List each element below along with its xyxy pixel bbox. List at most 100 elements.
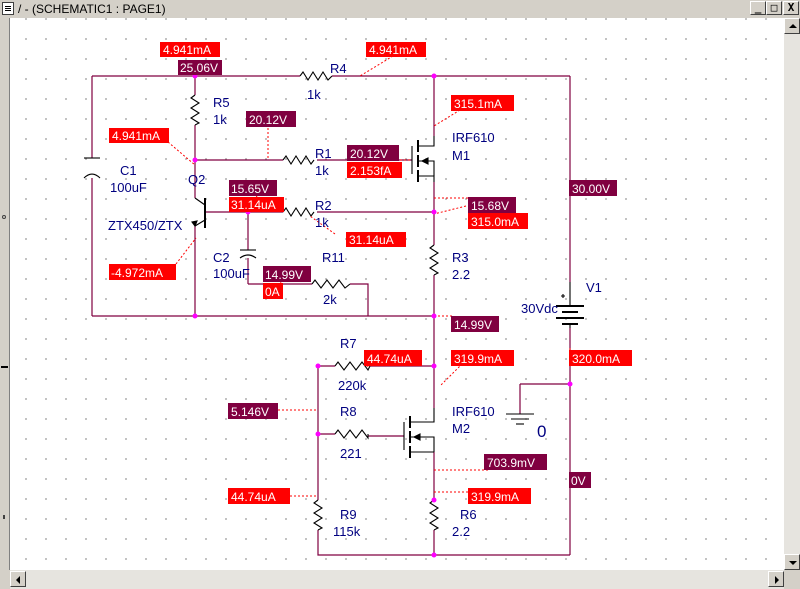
r9-value: 115k — [333, 524, 361, 539]
mosfet-m2-icon — [403, 408, 435, 458]
page-marker-icon — [1, 366, 8, 368]
svg-text:20.12V: 20.12V — [350, 147, 388, 161]
scroll-right-button[interactable] — [768, 571, 784, 587]
horizontal-scrollbar[interactable] — [10, 570, 784, 589]
component-labels: R4 1k R5 1k R1 1k R2 1k R11 2k R3 2.2 R7… — [108, 61, 602, 539]
arrow-down-icon — [789, 561, 797, 565]
svg-text:320.0mA: 320.0mA — [572, 352, 620, 366]
svg-text:44.74uA: 44.74uA — [231, 490, 276, 504]
c2-value: 100uF — [213, 266, 250, 281]
resistor-r2-icon — [282, 206, 315, 218]
transistor-q2-icon — [191, 197, 206, 228]
minimize-button[interactable]: _ — [750, 1, 766, 15]
tag-i-m1-gate: 2.153fA — [347, 162, 402, 178]
page-marker-icon — [3, 515, 5, 519]
c2-ref: C2 — [213, 250, 230, 265]
resistor-r5-icon — [189, 94, 201, 126]
tag-i-v1: 320.0mA — [569, 350, 632, 366]
resistor-r9-icon — [312, 499, 324, 531]
close-button[interactable]: X — [783, 1, 799, 15]
svg-text:5.146V: 5.146V — [231, 405, 269, 419]
tag-i-top-left: 4.941mA — [160, 42, 220, 57]
mosfet-m1-icon — [411, 136, 435, 182]
tag-i-r6: 319.9mA — [468, 488, 531, 504]
r7-ref: R7 — [340, 336, 357, 351]
resistor-r6-icon — [428, 499, 440, 531]
probe-tags: 4.941mA 25.06V 4.941mA 20.12V 4.941mA 31… — [109, 42, 632, 504]
schematic-drawing: R4 1k R5 1k R1 1k R2 1k R11 2k R3 2.2 R7… — [83, 42, 632, 558]
tag-v-m2-gate: 5.146V — [228, 403, 278, 419]
svg-text:703.9mV: 703.9mV — [487, 456, 535, 470]
arrow-left-icon — [16, 576, 20, 584]
tag-v-m2-src: 703.9mV — [484, 454, 547, 470]
scroll-up-button[interactable] — [784, 18, 800, 34]
svg-text:25.06V: 25.06V — [180, 61, 218, 75]
scroll-down-button[interactable] — [784, 554, 800, 570]
r8-ref: R8 — [340, 404, 357, 419]
r2-value: 1k — [315, 215, 329, 230]
gnd-label: 0 — [537, 422, 546, 441]
svg-text:315.0mA: 315.0mA — [471, 215, 519, 229]
tag-i-r7: 44.74uA — [364, 350, 422, 366]
svg-text:15.68V: 15.68V — [471, 199, 509, 213]
tag-i-c2: 0A — [263, 283, 283, 299]
svg-text:30.00V: 30.00V — [572, 182, 610, 196]
tag-i-q2-e: -4.972mA — [109, 264, 176, 280]
resistor-r4-icon — [299, 70, 333, 82]
svg-text:-4.972mA: -4.972mA — [111, 266, 163, 280]
arrow-up-icon — [789, 24, 797, 28]
r4-value: 1k — [307, 87, 321, 102]
voltage-source-v1-icon — [556, 282, 584, 328]
vertical-scrollbar[interactable] — [784, 18, 800, 570]
maximize-button[interactable]: □ — [766, 1, 782, 15]
r1-value: 1k — [315, 163, 329, 178]
tag-i-r4: 4.941mA — [366, 42, 426, 57]
tag-v-r1-left: 20.12V — [246, 111, 296, 127]
svg-text:31.14uA: 31.14uA — [349, 233, 394, 247]
schematic-canvas[interactable]: R4 1k R5 1k R1 1k R2 1k R11 2k R3 2.2 R7… — [10, 18, 784, 570]
title-bar[interactable]: / - (SCHEMATIC1 : PAGE1) _ □ X — [0, 0, 800, 19]
r6-ref: R6 — [460, 507, 477, 522]
tag-i-m1: 315.1mA — [451, 95, 514, 111]
m2-value: IRF610 — [452, 404, 495, 419]
tag-v-m1-gate: 20.12V — [347, 145, 399, 161]
page-marker-icon — [2, 215, 6, 219]
arrow-right-icon — [775, 576, 779, 584]
r5-value: 1k — [213, 112, 227, 127]
scrollbar-corner — [784, 570, 800, 589]
r1-ref: R1 — [315, 146, 332, 161]
m2-ref: M2 — [452, 421, 470, 436]
m1-ref: M1 — [452, 148, 470, 163]
tag-v-c2: 14.99V — [263, 266, 311, 282]
r3-ref: R3 — [452, 250, 469, 265]
r11-ref: R11 — [322, 250, 345, 265]
capacitor-c1-icon — [83, 157, 101, 179]
r7-value: 220k — [338, 378, 367, 393]
svg-text:4.941mA: 4.941mA — [163, 43, 211, 57]
svg-text:31.14uA: 31.14uA — [231, 198, 276, 212]
v1-ref: V1 — [586, 280, 602, 295]
resistor-r11-icon — [311, 279, 351, 289]
svg-text:4.941mA: 4.941mA — [112, 129, 160, 143]
c1-ref: C1 — [120, 163, 137, 178]
svg-text:14.99V: 14.99V — [454, 318, 492, 332]
tag-i-r2-right: 31.14uA — [346, 232, 406, 247]
r5-ref: R5 — [213, 95, 230, 110]
tag-v-q2-b: 15.65V — [229, 180, 277, 196]
m1-value: IRF610 — [452, 130, 495, 145]
r2-ref: R2 — [315, 198, 332, 213]
svg-text:14.99V: 14.99V — [265, 268, 303, 282]
svg-text:319.9mA: 319.9mA — [471, 490, 519, 504]
tag-v-mid: 14.99V — [451, 316, 499, 332]
resistor-r7-icon — [334, 361, 371, 372]
tag-v-m1-src: 15.68V — [468, 197, 516, 213]
q2-value: ZTX450/ZTX — [108, 218, 183, 233]
r11-value: 2k — [323, 292, 337, 307]
left-gutter — [0, 18, 10, 570]
scroll-left-button[interactable] — [10, 571, 26, 587]
tag-i-q2-c: 4.941mA — [109, 128, 169, 143]
resistor-r3-icon — [428, 244, 440, 276]
svg-text:44.74uA: 44.74uA — [367, 352, 412, 366]
tag-v-rail: 30.00V — [569, 180, 617, 196]
tag-i-r3: 315.0mA — [468, 213, 528, 229]
